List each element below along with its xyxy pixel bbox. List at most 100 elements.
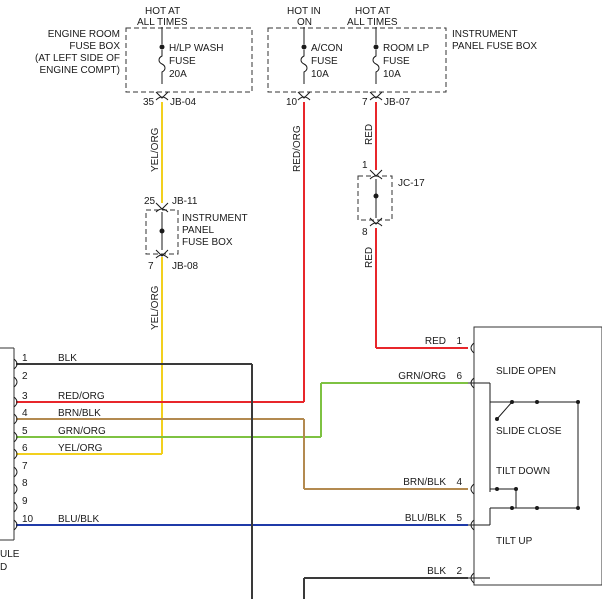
right-wire-label: GRN/ORG: [398, 371, 446, 382]
jb11-label: JB-11: [172, 196, 198, 207]
switch-tilt-up: TILT UP: [496, 536, 533, 547]
ipfb-top-line2: PANEL FUSE BOX: [452, 41, 537, 52]
jc17-label: JC-17: [398, 178, 425, 189]
left-pin-number: 8: [22, 478, 28, 489]
pin-7-top: 7: [362, 97, 368, 108]
left-pin-number: 9: [22, 496, 28, 507]
hot-at-all-times-2-line2: ALL TIMES: [347, 17, 398, 28]
left-pin-arc: [13, 483, 18, 495]
wire-yel-org: [16, 102, 163, 455]
right-wire-label: BLK: [427, 566, 446, 577]
switch-tilt-down: TILT DOWN: [496, 466, 550, 477]
switch-slide-close: SLIDE CLOSE: [496, 426, 562, 437]
fuse-hlp-wash-amp: 20A: [169, 69, 187, 80]
engine-room-fuse-box-label: ENGINE ROOM FUSE BOX (AT LEFT SIDE OF EN…: [35, 29, 120, 76]
pin-10: 10: [286, 97, 298, 108]
wire-label-red-org: RED/ORG: [292, 125, 303, 172]
wire-red: [375, 102, 468, 349]
pin-35: 35: [143, 97, 155, 108]
pin-1-jc17: 1: [362, 160, 368, 171]
jb07-label: JB-07: [384, 97, 411, 108]
fuse-acon-type: FUSE: [311, 56, 338, 67]
left-pin-number: 4: [22, 408, 28, 419]
left-pin-number: 6: [22, 443, 28, 454]
left-pin-number: 5: [22, 426, 28, 437]
wire-grn-org: [16, 382, 468, 438]
fuse-room-lp-type: FUSE: [383, 56, 410, 67]
wire-label-red-2: RED: [364, 247, 375, 268]
right-pin-number: 4: [456, 477, 462, 488]
wire-label-yel-org-2: YEL/ORG: [150, 285, 161, 330]
switch-internals: SLIDE OPEN SLIDE CLOSE TILT DOWN TILT UP: [468, 366, 580, 579]
left-pin-number: 10: [22, 514, 34, 525]
jb04-label: JB-04: [170, 97, 197, 108]
pin-8-jc17: 8: [362, 227, 368, 238]
fuse-hlp-wash-name: H/LP WASH: [169, 43, 223, 54]
instrument-panel-fuse-box-label-top: INSTRUMENT PANEL FUSE BOX: [452, 29, 537, 52]
ipfb-mid-line2: PANEL: [182, 225, 214, 236]
left-pin-arc: [13, 376, 18, 388]
left-pin-arc: [13, 413, 18, 425]
left-wire-label: BLK: [58, 353, 77, 364]
left-pin-arc: [13, 396, 18, 408]
left-wire-label: YEL/ORG: [58, 443, 103, 454]
right-wire-label: BLU/BLK: [405, 513, 446, 524]
left-pin-arc: [13, 466, 18, 478]
right-wire-label: BRN/BLK: [403, 477, 446, 488]
engine-room-line3: (AT LEFT SIDE OF: [35, 53, 120, 64]
header-labels: HOT AT ALL TIMES HOT IN ON HOT AT ALL TI…: [137, 6, 398, 28]
engine-room-line2: FUSE BOX: [69, 41, 120, 52]
right-pin-number: 5: [456, 513, 462, 524]
left-wire-label: BRN/BLK: [58, 408, 101, 419]
left-module-cut-label-2: D: [0, 562, 7, 573]
hot-at-all-times-2-line1: HOT AT: [355, 6, 390, 17]
ipfb-top-line1: INSTRUMENT: [452, 29, 518, 40]
wire-brn-blk: [16, 418, 468, 490]
left-connector: ULE D: [0, 347, 20, 573]
hot-at-all-times-1-line2: ALL TIMES: [137, 17, 188, 28]
left-module-cut-label-1: ULE: [0, 549, 20, 560]
left-wire-label: GRN/ORG: [58, 426, 106, 437]
hot-in-on-line1: HOT IN: [287, 6, 321, 17]
fuse-room-lp: ROOM LP FUSE 10A: [372, 43, 429, 84]
fuse-acon-name: A/CON: [311, 43, 343, 54]
pin-25: 25: [144, 196, 156, 207]
right-connector: [473, 326, 602, 586]
wire-label-red-1: RED: [364, 124, 375, 145]
terminal-p10: 10: [286, 91, 311, 108]
left-pin-arc: [13, 519, 18, 531]
ipfb-mid-line3: FUSE BOX: [182, 237, 233, 248]
left-pin-number: 3: [22, 391, 28, 402]
fuse-hlp-wash: H/LP WASH FUSE 20A: [158, 43, 223, 84]
terminal-jb07: 7 JB-07: [362, 91, 411, 108]
left-pin-number: 2: [22, 371, 28, 382]
right-wire-label: RED: [425, 336, 446, 347]
switch-slide-open: SLIDE OPEN: [496, 366, 556, 377]
hot-in-on-line2: ON: [297, 17, 312, 28]
feed-lines: [161, 27, 377, 44]
engine-room-fuse-box: [125, 27, 253, 93]
fuse-acon-amp: 10A: [311, 69, 329, 80]
fuse-room-lp-name: ROOM LP: [383, 43, 429, 54]
wire-blk: [16, 363, 468, 599]
left-pin-number: 1: [22, 353, 28, 364]
wire-red-org: [16, 102, 305, 403]
left-wire-label: BLU/BLK: [58, 514, 99, 525]
left-wire-label: RED/ORG: [58, 391, 105, 402]
left-pin-arc: [13, 448, 18, 460]
terminal-jb04: 35 JB-04: [143, 91, 197, 108]
right-pin-arc: [470, 342, 475, 354]
left-pin-arc: [13, 431, 18, 443]
left-pin-arc: [13, 501, 18, 513]
instrument-panel-fuse-box-mid: 25 JB-11 7 JB-08 INSTRUMENT PANEL FUSE B…: [144, 196, 248, 272]
hot-at-all-times-1-line1: HOT AT: [145, 6, 180, 17]
engine-room-line4: ENGINE COMPT): [39, 65, 120, 76]
pin-7-mid: 7: [148, 261, 154, 272]
right-pin-number: 1: [456, 336, 462, 347]
instrument-panel-fuse-box-top: [267, 27, 447, 93]
wire-label-yel-org-1: YEL/ORG: [150, 127, 161, 172]
fuse-room-lp-amp: 10A: [383, 69, 401, 80]
